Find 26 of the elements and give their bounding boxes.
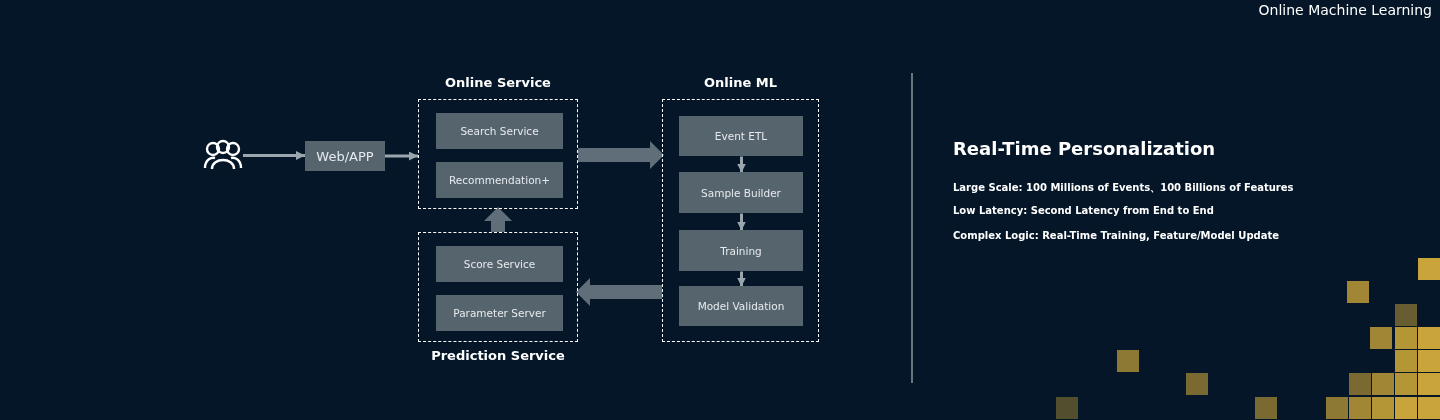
process-box: Search Service [436,113,563,149]
arrow [385,151,418,161]
block-arrow [576,278,662,306]
process-box: Score Service [436,246,563,282]
feature-text: Low Latency: Second Latency from End to End [953,205,1214,216]
section-heading: Real-Time Personalization [953,138,1216,159]
group-heading: Prediction Service [430,348,566,363]
page-title: Online Machine Learning [1258,2,1432,18]
process-box: Model Validation [679,286,803,326]
block-arrow [578,141,664,169]
feature-text: Complex Logic: Real-Time Training, Feature/Model Update [953,230,1279,241]
group-heading: Online Service [444,75,552,90]
arrow [737,271,746,287]
users-icon [203,138,243,170]
group-heading: Online ML [702,75,778,90]
feature-text: Large Scale: 100 Millions of Events、100 Billions of Features [953,181,1294,195]
arrow [737,156,746,173]
process-box: Training [679,230,803,271]
arrow [243,151,305,160]
process-box: Event ETL [679,116,803,156]
block-arrow [484,207,512,232]
process-box: Parameter Server [436,295,563,331]
arrow [737,213,746,231]
process-box: Sample Builder [679,172,803,213]
process-box: Web/APP [305,141,385,171]
process-box: Recommendation+ [436,162,563,198]
